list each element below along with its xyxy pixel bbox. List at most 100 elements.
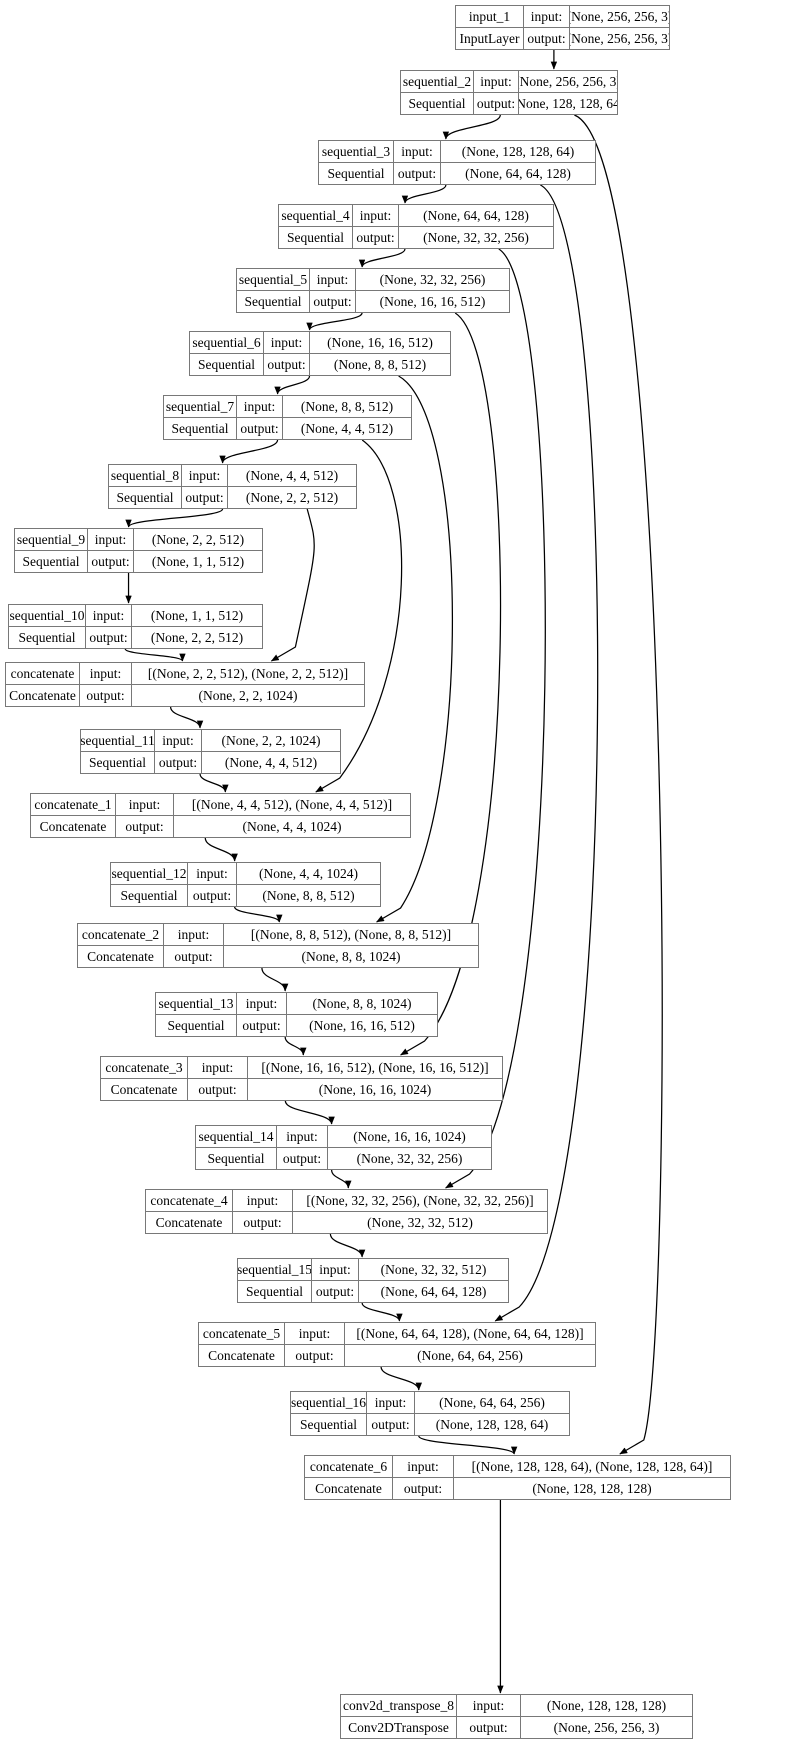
node-class: Concatenate <box>305 1478 393 1499</box>
node-class: Concatenate <box>31 816 116 837</box>
edge-concatenate-to-sequential_11 <box>169 706 204 729</box>
output-label: output: <box>86 627 132 648</box>
node-title: concatenate_5 <box>199 1323 285 1344</box>
output-shape: (None, 8, 8, 512) <box>262 887 355 903</box>
node-title: concatenate_6 <box>305 1456 393 1477</box>
node-class: Concatenate <box>101 1079 188 1100</box>
node-class: Sequential <box>164 418 237 439</box>
node-class: Sequential <box>9 627 86 648</box>
output-label: output: <box>394 163 441 184</box>
node-title: sequential_15 <box>238 1259 312 1280</box>
output-shape: (None, 32, 32, 256) <box>356 1150 463 1166</box>
edge-sequential_2-to-sequential_3 <box>442 114 501 140</box>
node-class: Sequential <box>15 551 88 572</box>
node-title: sequential_9 <box>15 529 88 550</box>
input-shape: (None, 32, 32, 256) <box>379 271 486 287</box>
input-label: input: <box>237 993 287 1014</box>
node-title: conv2d_transpose_8 <box>341 1695 457 1716</box>
input-shape: (None, 128, 128, 128) <box>546 1697 667 1713</box>
input-label: input: <box>367 1392 415 1413</box>
output-shape: (None, 128, 128, 64) <box>519 95 617 111</box>
input-shape: (None, 16, 16, 1024) <box>353 1128 466 1144</box>
edge-sequential_10-to-concatenate <box>124 648 186 662</box>
node-class: Sequential <box>109 487 182 508</box>
output-label: output: <box>474 93 519 114</box>
input-label: input: <box>233 1190 293 1211</box>
output-shape: (None, 32, 32, 256) <box>423 229 529 245</box>
output-label: output: <box>285 1345 345 1366</box>
edge-sequential_8-to-sequential_9 <box>125 508 224 528</box>
node-title: sequential_5 <box>237 269 310 290</box>
output-label: output: <box>457 1717 521 1738</box>
output-shape: (None, 4, 4, 1024) <box>242 818 342 834</box>
edge-sequential_14-to-concatenate_4 <box>330 1169 352 1189</box>
node-class: Concatenate <box>78 946 164 967</box>
output-label: output: <box>237 418 283 439</box>
input-label: input: <box>116 794 174 815</box>
output-label: output: <box>367 1414 415 1435</box>
node-title: sequential_12 <box>111 863 188 884</box>
output-shape: (None, 2, 2, 1024) <box>198 687 298 703</box>
input-label: input: <box>182 465 228 486</box>
output-shape: (None, 2, 2, 512) <box>150 629 244 645</box>
input-shape: (None, 8, 8, 1024) <box>312 995 412 1011</box>
output-shape: (None, 2, 2, 512) <box>245 489 339 505</box>
node-class: Concatenate <box>6 685 80 706</box>
edge-sequential_4-to-sequential_5 <box>358 248 406 268</box>
output-label: output: <box>155 752 202 773</box>
edge-sequential_5-to-sequential_6 <box>306 312 363 331</box>
node-title: sequential_6 <box>190 332 264 353</box>
node-title: input_1 <box>456 6 524 27</box>
input-label: input: <box>164 924 224 945</box>
node-title: concatenate <box>6 663 80 684</box>
node-title: concatenate_1 <box>31 794 116 815</box>
output-label: output: <box>310 291 356 312</box>
input-shape: [(None, 64, 64, 128), (None, 64, 64, 128… <box>356 1325 584 1341</box>
node-class: Concatenate <box>146 1212 233 1233</box>
edge-sequential_15-to-concatenate_5 <box>361 1302 403 1322</box>
input-shape: (None, 2, 2, 512) <box>151 531 245 547</box>
node-class: InputLayer <box>456 28 524 49</box>
input-shape: (None, 1, 1, 512) <box>150 607 244 623</box>
node-title: sequential_3 <box>319 141 394 162</box>
edge-concatenate_1-to-sequential_12 <box>204 837 238 862</box>
node-title: sequential_11 <box>81 730 155 751</box>
edge-sequential_12-to-concatenate_2 <box>234 906 283 923</box>
input-shape: (None, 4, 4, 1024) <box>259 865 358 881</box>
input-shape: (None, 256, 256, 3) <box>519 73 617 89</box>
input-shape: [(None, 16, 16, 512), (None, 16, 16, 512… <box>261 1059 489 1075</box>
output-label: output: <box>237 1015 287 1036</box>
edge-sequential_8-to-concatenate <box>270 508 315 662</box>
input-shape: (None, 2, 2, 1024) <box>221 732 321 748</box>
output-shape: (None, 16, 16, 512) <box>309 1017 415 1033</box>
node-title: sequential_14 <box>196 1126 277 1147</box>
input-label: input: <box>310 269 356 290</box>
